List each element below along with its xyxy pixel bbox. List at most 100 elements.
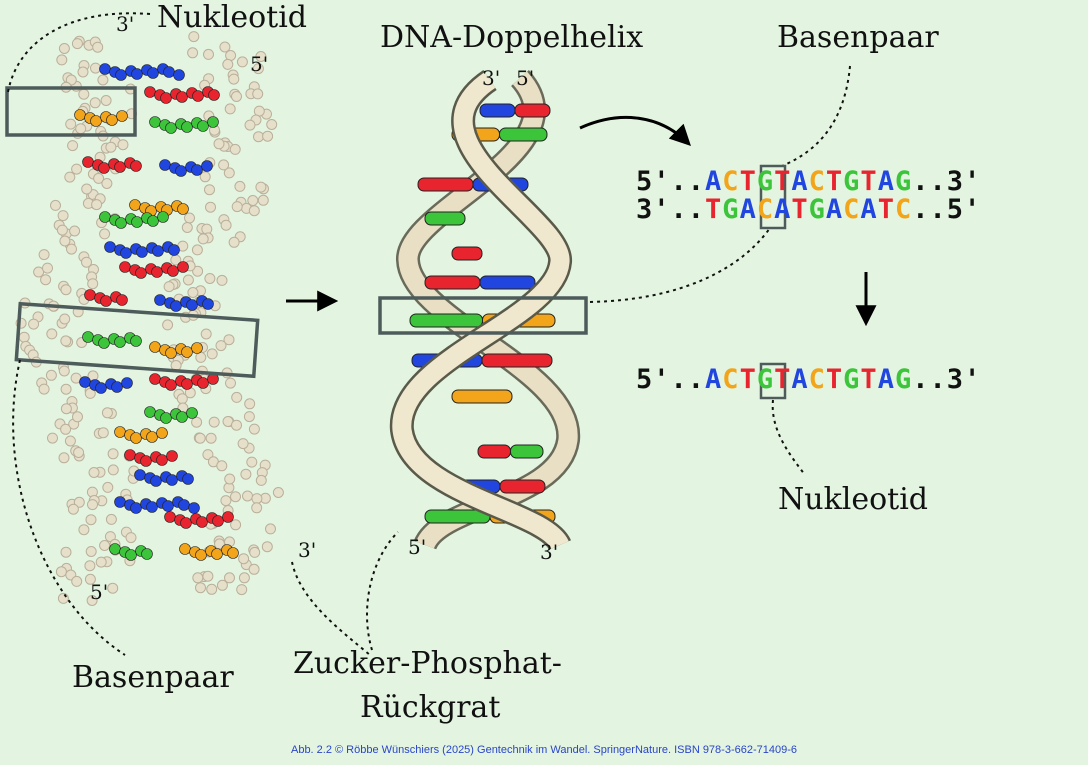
callout-backbone-left bbox=[291, 561, 371, 656]
backbone-atom bbox=[199, 171, 211, 183]
base-atom bbox=[144, 406, 156, 418]
backbone-atom bbox=[197, 233, 209, 245]
backbone-atom bbox=[216, 274, 228, 286]
base-atom bbox=[159, 159, 171, 171]
backbone-atom bbox=[272, 487, 284, 498]
backbone-atom bbox=[42, 262, 53, 274]
base-atom bbox=[149, 116, 161, 128]
rung-half bbox=[479, 275, 536, 290]
backbone-atom bbox=[231, 391, 243, 403]
sequence-base: A bbox=[791, 364, 809, 395]
backbone-atom bbox=[46, 328, 58, 340]
backbone-atom bbox=[206, 583, 218, 595]
sequence-base: T bbox=[791, 194, 809, 225]
base-atom bbox=[124, 449, 136, 461]
base-atom bbox=[109, 543, 121, 555]
sequence-base: C bbox=[722, 364, 740, 395]
base-atom bbox=[147, 67, 159, 79]
backbone-atom bbox=[252, 88, 264, 100]
rung-half bbox=[424, 275, 481, 290]
backbone-atom bbox=[251, 493, 263, 505]
backbone-atom bbox=[38, 383, 50, 395]
backbone-atom bbox=[224, 572, 235, 584]
backbone-atom bbox=[218, 159, 230, 171]
backbone-atom bbox=[40, 274, 52, 286]
backbone-atom bbox=[69, 225, 81, 237]
backbone-atom bbox=[97, 74, 109, 86]
backbone-atom bbox=[84, 573, 96, 585]
sequence-base: G bbox=[756, 364, 775, 395]
rung-half bbox=[510, 444, 544, 459]
backbone-atom bbox=[223, 334, 235, 346]
backbone-atom bbox=[18, 331, 30, 343]
base-atom bbox=[84, 289, 96, 301]
sequence-base: G bbox=[756, 166, 775, 197]
sequence-base: A bbox=[739, 194, 757, 225]
backbone-atom bbox=[182, 274, 194, 286]
base-atom bbox=[197, 377, 209, 389]
rung-half bbox=[499, 479, 546, 494]
backbone-atom bbox=[71, 38, 83, 50]
base-atom bbox=[208, 89, 220, 101]
backbone-atom bbox=[81, 183, 93, 195]
sequence-top-strand: 5'..ACTGTACTGTAG..3' bbox=[636, 166, 981, 197]
backbone-atom bbox=[194, 432, 206, 444]
backbone-atom bbox=[71, 163, 83, 175]
backbone-atom bbox=[187, 47, 199, 59]
base-atom bbox=[167, 265, 179, 277]
base-atom bbox=[154, 294, 166, 306]
backbone-atom bbox=[66, 243, 77, 255]
backbone-atom bbox=[38, 249, 50, 261]
backbone-atom bbox=[101, 178, 113, 189]
base-atom bbox=[195, 549, 207, 561]
callout-basepair-bottom bbox=[12, 359, 126, 656]
backbone-atom bbox=[222, 58, 234, 70]
sequence-base: T bbox=[860, 166, 878, 197]
backbone-atom bbox=[187, 287, 199, 298]
base-atom bbox=[116, 294, 128, 306]
backbone-atom bbox=[230, 519, 242, 531]
base-atom bbox=[130, 160, 142, 172]
backbone-atom bbox=[191, 416, 203, 428]
base-atom bbox=[90, 115, 102, 127]
basepair-frame-sequence bbox=[759, 164, 787, 230]
backbone-atom bbox=[262, 130, 274, 142]
molecular-model bbox=[5, 31, 284, 606]
base-atom bbox=[135, 267, 147, 279]
backbone-atom bbox=[237, 438, 249, 450]
backbone-atom bbox=[224, 473, 236, 485]
backbone-atom bbox=[243, 411, 255, 423]
arrow-helix-to-sequence bbox=[579, 115, 691, 146]
sequence-base: T bbox=[705, 194, 723, 225]
rung-half bbox=[417, 177, 474, 192]
base-atom bbox=[147, 215, 159, 227]
sequence-base: T bbox=[739, 166, 757, 197]
sequence-base: T bbox=[860, 364, 878, 395]
backbone-atom bbox=[244, 398, 256, 410]
backbone-atom bbox=[107, 582, 119, 594]
backbone-atom bbox=[223, 167, 235, 179]
base-atom bbox=[168, 244, 180, 256]
sequence-base: A bbox=[791, 166, 809, 197]
base-atom bbox=[177, 261, 189, 273]
base-atom bbox=[98, 337, 110, 349]
backbone-atom bbox=[60, 284, 72, 296]
base-atom bbox=[79, 376, 91, 388]
backbone-atom bbox=[97, 427, 109, 439]
backbone-atom bbox=[242, 490, 253, 502]
backbone-atom bbox=[231, 91, 242, 102]
backbone-atom bbox=[57, 592, 69, 604]
backbone-atom bbox=[87, 278, 99, 290]
basepair-frame-helix bbox=[378, 296, 588, 335]
base-atom bbox=[178, 499, 190, 511]
sequence-base: T bbox=[774, 166, 792, 197]
backbone-atom bbox=[225, 377, 236, 389]
backbone-atom bbox=[252, 63, 264, 75]
backbone-atom bbox=[60, 335, 72, 347]
backbone-atom bbox=[90, 62, 101, 74]
base-atom bbox=[114, 161, 126, 173]
backbone-atom bbox=[71, 575, 83, 587]
base-atom bbox=[164, 511, 176, 523]
base-atom bbox=[156, 454, 168, 466]
